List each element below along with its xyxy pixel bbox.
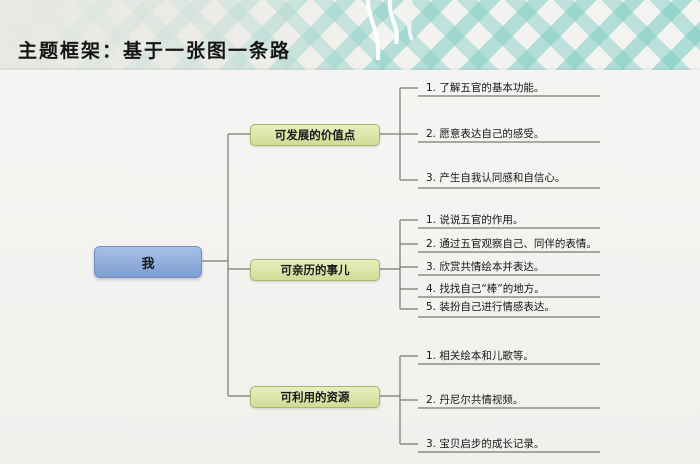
leaf-value-3: 3. 产生自我认同感和自信心。 — [426, 172, 566, 184]
cable-decoration — [366, 0, 414, 60]
leaf-experience-2: 2. 通过五官观察自己、同伴的表情。 — [426, 238, 597, 250]
branch-label: 可亲历的事儿 — [280, 263, 350, 277]
branch-node-experiences: 可亲历的事儿 — [250, 259, 380, 281]
leaf-value-1: 1. 了解五官的基本功能。 — [426, 82, 545, 94]
leaf-experience-5: 5. 装扮自己进行情感表达。 — [426, 301, 555, 313]
leaf-experience-4: 4. 找找自己“棒”的地方。 — [426, 283, 545, 295]
leaf-experience-1: 1. 说说五官的作用。 — [426, 214, 524, 226]
leaf-experience-3: 3. 欣赏共情绘本并表达。 — [426, 261, 545, 273]
branch-node-value-points: 可发展的价值点 — [250, 124, 380, 146]
branch-label: 可利用的资源 — [280, 390, 350, 404]
root-node: 我 — [94, 246, 202, 278]
branch-label: 可发展的价值点 — [274, 128, 356, 142]
page-title: 主题框架：基于一张图一条路 — [18, 40, 292, 62]
leaf-resource-2: 2. 丹尼尔共情视频。 — [426, 394, 524, 406]
branch-node-resources: 可利用的资源 — [250, 386, 380, 408]
leaf-resource-3: 3. 宝贝启步的成长记录。 — [426, 438, 545, 450]
root-label: 我 — [141, 256, 155, 272]
leaf-resource-1: 1. 相关绘本和儿歌等。 — [426, 350, 534, 362]
fabric-shade — [0, 0, 700, 72]
leaf-value-2: 2. 愿意表达自己的感受。 — [426, 128, 545, 140]
